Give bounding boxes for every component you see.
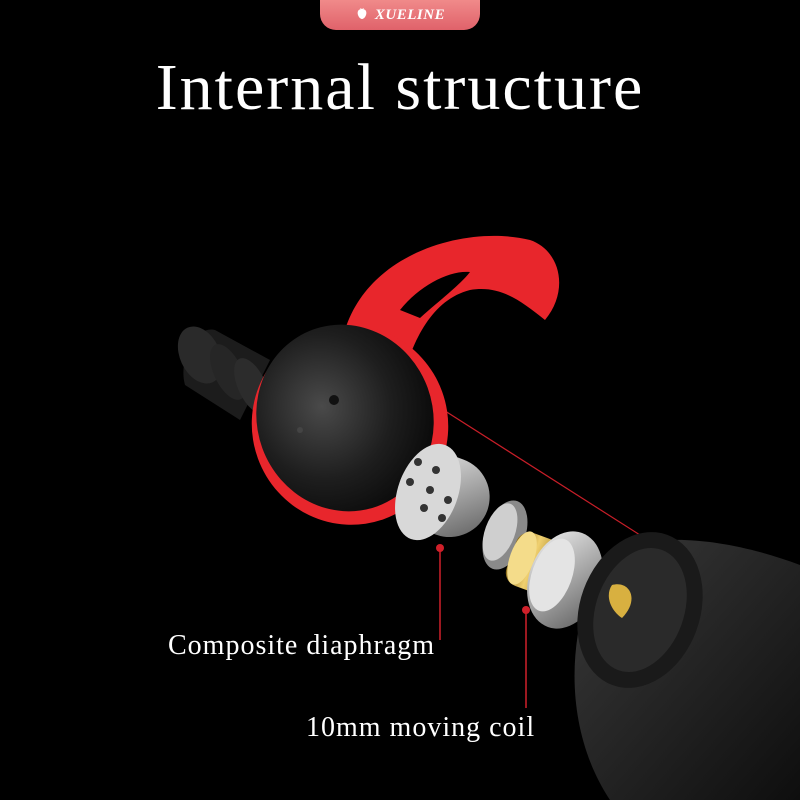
label-composite-diaphragm: Composite diaphragm <box>168 630 436 661</box>
ear-shell <box>251 324 449 525</box>
brand-name: XUELINE <box>374 6 446 23</box>
label-moving-coil: 10mm moving coil <box>306 712 536 743</box>
strawberry-icon <box>355 6 369 25</box>
rear-shell <box>574 532 800 800</box>
page-title: Internal structure <box>155 51 645 124</box>
brand-badge: XUELINE <box>320 0 480 30</box>
composite-diaphragm <box>395 443 490 541</box>
nozzle <box>177 326 270 420</box>
pointer-line <box>419 394 641 536</box>
